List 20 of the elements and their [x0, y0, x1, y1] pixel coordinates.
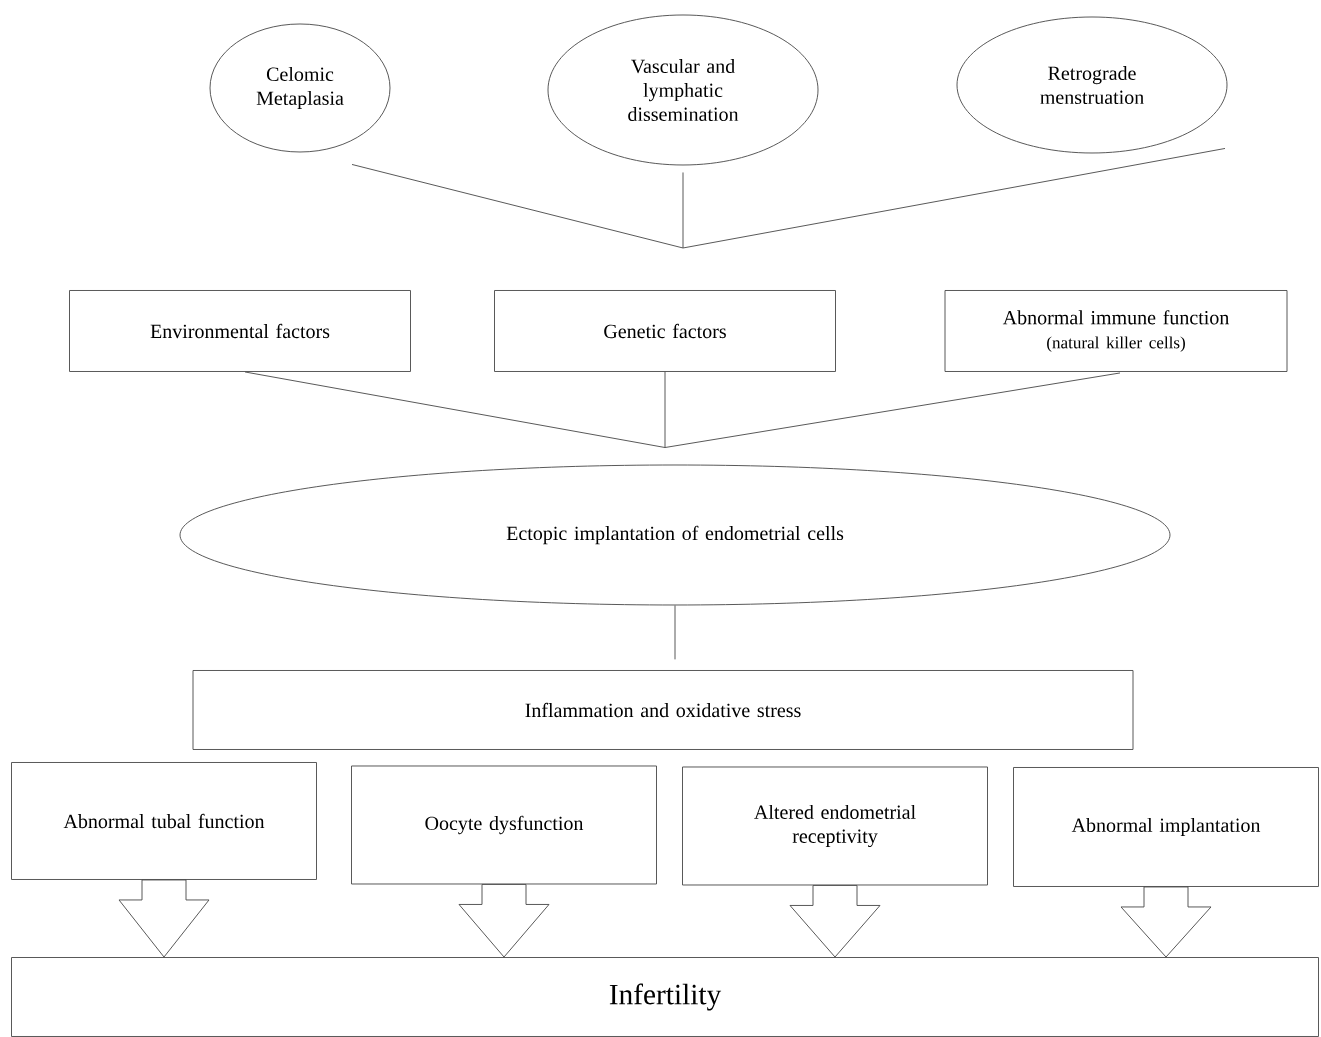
factor-box: Genetic factors	[494, 290, 836, 372]
outcome-box: Abnormal implantation	[1013, 767, 1319, 887]
connector-line	[351, 164, 684, 249]
connector-line	[682, 148, 1226, 249]
block-arrow	[789, 885, 881, 958]
outcome-box: Oocyte dysfunction	[351, 765, 657, 885]
connector-line	[674, 605, 676, 660]
connector-line	[682, 172, 684, 249]
result-box: Infertility	[11, 957, 1319, 1037]
block-arrow	[1120, 886, 1212, 958]
block-arrow	[118, 879, 210, 958]
connector-line	[244, 371, 666, 448]
outcome-box: Abnormal tubal function	[11, 762, 317, 880]
connector-line	[664, 372, 1121, 448]
factor-box: Environmental factors	[69, 290, 411, 372]
outcome-box: Altered endometrial receptivity	[682, 766, 988, 886]
block-arrow	[458, 884, 550, 958]
process-box: Inflammation and oxidative stress	[192, 670, 1134, 750]
factor-box: Abnormal immune function (natural killer cells)	[944, 290, 1288, 372]
connector-line	[664, 371, 666, 448]
